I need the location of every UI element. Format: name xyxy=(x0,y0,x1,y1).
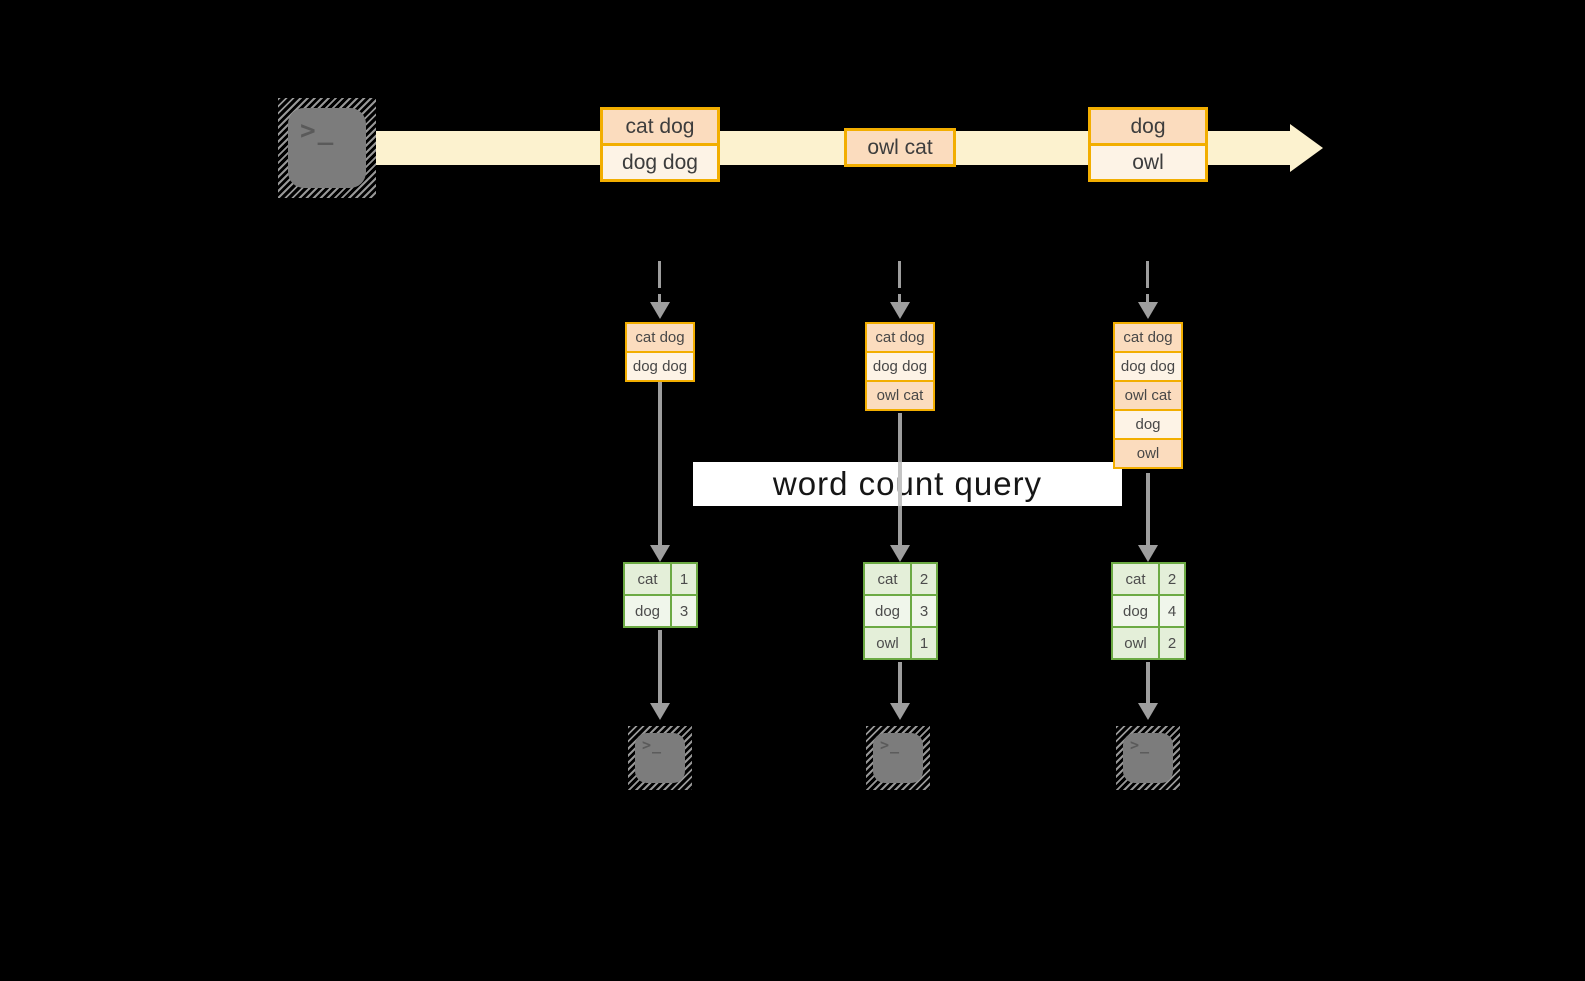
arrowhead-icon xyxy=(890,545,910,562)
terminal-body xyxy=(873,733,923,783)
count-row: cat 1 xyxy=(625,564,696,594)
flow-arrow xyxy=(1146,473,1150,546)
arrowhead-icon xyxy=(650,703,670,720)
word-cell: owl xyxy=(1113,628,1158,658)
terminal-prompt-icon: >_ xyxy=(880,736,901,754)
count-table-2: cat 2 dog 3 owl 1 xyxy=(863,562,938,660)
state-row: dog xyxy=(1113,409,1183,440)
batch-line: dog dog xyxy=(600,143,720,182)
arrowhead-icon xyxy=(1138,703,1158,720)
count-row: dog 4 xyxy=(1113,596,1184,626)
count-row: cat 2 xyxy=(1113,564,1184,594)
batch-line: owl cat xyxy=(844,128,956,167)
arrowhead-icon xyxy=(650,545,670,562)
arrowhead-icon xyxy=(1138,302,1158,319)
terminal-prompt-icon: >_ xyxy=(642,736,663,754)
dashed-arrow xyxy=(898,294,901,304)
count-cell: 4 xyxy=(1160,596,1184,626)
dashed-arrow xyxy=(658,294,661,304)
flow-arrow xyxy=(898,662,902,704)
flow-arrow-overlay xyxy=(898,462,902,506)
batch-line: owl xyxy=(1088,143,1208,182)
state-row: dog dog xyxy=(625,351,695,382)
source-terminal-icon: >_ xyxy=(278,98,376,198)
terminal-body xyxy=(288,108,366,188)
count-row: owl 1 xyxy=(865,628,936,658)
count-row: owl 2 xyxy=(1113,628,1184,658)
word-cell: cat xyxy=(1113,564,1158,594)
word-cell: dog xyxy=(625,596,670,626)
count-cell: 3 xyxy=(672,596,696,626)
count-cell: 3 xyxy=(912,596,936,626)
terminal-body xyxy=(1123,733,1173,783)
count-row: dog 3 xyxy=(865,596,936,626)
batch-box-2: owl cat xyxy=(844,128,956,167)
batch-line: dog xyxy=(1088,107,1208,146)
state-row: cat dog xyxy=(625,322,695,353)
arrowhead-icon xyxy=(650,302,670,319)
batch-box-3: dog owl xyxy=(1088,107,1208,182)
word-cell: cat xyxy=(865,564,910,594)
sink-terminal-icon: >_ xyxy=(1116,726,1180,790)
terminal-prompt-icon: >_ xyxy=(300,116,336,146)
count-cell: 2 xyxy=(912,564,936,594)
sink-terminal-icon: >_ xyxy=(866,726,930,790)
word-cell: cat xyxy=(625,564,670,594)
sink-terminal-icon: >_ xyxy=(628,726,692,790)
count-row: dog 3 xyxy=(625,596,696,626)
state-row: owl cat xyxy=(1113,380,1183,411)
batch-line: cat dog xyxy=(600,107,720,146)
arrowhead-icon xyxy=(1138,545,1158,562)
word-cell: owl xyxy=(865,628,910,658)
flow-arrow xyxy=(658,382,662,546)
flow-arrow xyxy=(658,630,662,704)
arrowhead-icon xyxy=(890,703,910,720)
dashed-arrow xyxy=(1146,261,1149,288)
terminal-prompt-icon: >_ xyxy=(1130,736,1151,754)
state-stack-1: cat dog dog dog xyxy=(625,322,695,382)
count-cell: 1 xyxy=(672,564,696,594)
query-label: word count query xyxy=(693,462,1122,506)
batch-box-1: cat dog dog dog xyxy=(600,107,720,182)
dashed-arrow xyxy=(898,261,901,288)
count-cell: 1 xyxy=(912,628,936,658)
flow-arrow xyxy=(1146,662,1150,704)
state-row: cat dog xyxy=(865,322,935,353)
word-cell: dog xyxy=(1113,596,1158,626)
state-row: owl cat xyxy=(865,380,935,411)
state-row: dog dog xyxy=(865,351,935,382)
state-stack-3: cat dog dog dog owl cat dog owl xyxy=(1113,322,1183,469)
count-cell: 2 xyxy=(1160,628,1184,658)
count-cell: 2 xyxy=(1160,564,1184,594)
dashed-arrow xyxy=(658,261,661,288)
terminal-body xyxy=(635,733,685,783)
state-row: dog dog xyxy=(1113,351,1183,382)
state-row: cat dog xyxy=(1113,322,1183,353)
count-table-3: cat 2 dog 4 owl 2 xyxy=(1111,562,1186,660)
arrowhead-icon xyxy=(890,302,910,319)
stream-arrowhead-icon xyxy=(1290,124,1323,172)
word-cell: dog xyxy=(865,596,910,626)
state-stack-2: cat dog dog dog owl cat xyxy=(865,322,935,411)
count-row: cat 2 xyxy=(865,564,936,594)
dashed-arrow xyxy=(1146,294,1149,304)
count-table-1: cat 1 dog 3 xyxy=(623,562,698,628)
state-row: owl xyxy=(1113,438,1183,469)
